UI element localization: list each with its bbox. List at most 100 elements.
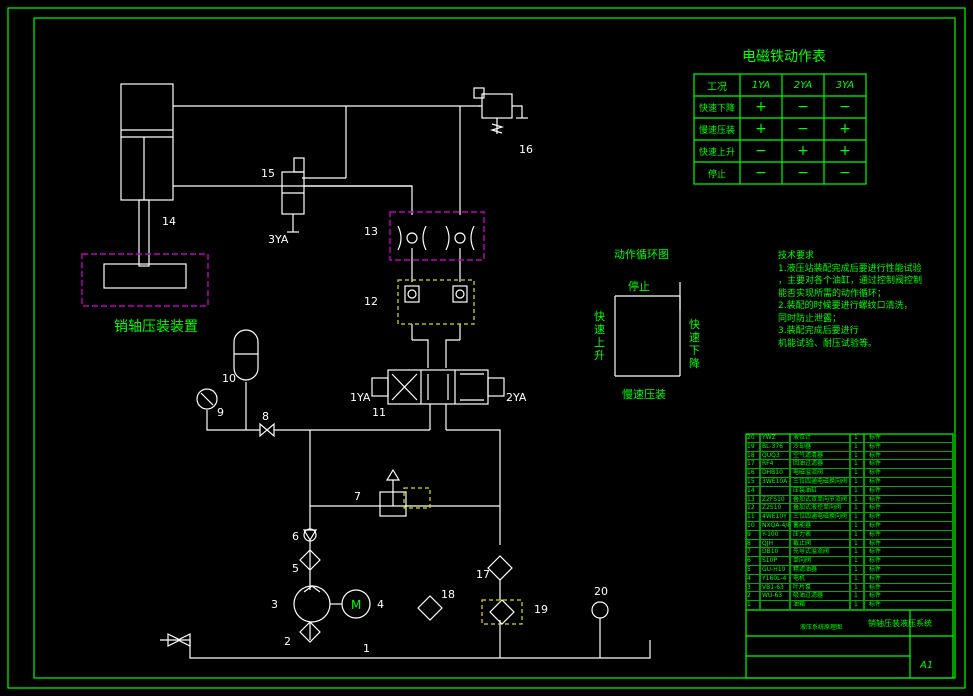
bom-cell-name: 叶片泵 [793,583,812,591]
row-value: + [755,121,767,137]
pump-group [167,528,371,647]
solenoid-2ya: 2YA [506,391,527,404]
bom-cell-name: 吸油过滤器 [793,592,824,600]
bom-cell-code: Z2S10 [762,504,782,512]
row-value: − [797,165,809,181]
bom-cell-qty: 1 [854,434,858,441]
row-value: − [797,99,809,115]
callout-9: 9 [217,406,224,419]
callout-3: 3 [271,598,278,611]
callout-4: 4 [377,598,384,611]
bom-cell-code: WU-63 [762,592,783,600]
callout-19: 19 [534,603,548,616]
cycle-stop: 停止 [628,280,650,293]
callout-5: 5 [292,562,299,575]
table-row: 快速上升 − + + [694,140,866,162]
callout-2: 2 [284,635,291,648]
bom-cell-code: NXQA-4/8 [762,521,792,529]
table-header: 工况 [707,81,727,93]
callout-13: 13 [364,225,378,238]
callout-15: 15 [261,167,275,180]
bom-cell-name: 压装油缸 [793,486,818,494]
bom-cell-mat: 标件 [869,539,882,547]
svg-text:M: M [351,598,361,612]
cycle-fast-down: 快速下降 [689,318,700,370]
pressure-gauge-9 [196,388,218,410]
row-value: − [797,121,809,137]
cycle-fast-up: 快速上升 [594,310,605,362]
title-block-name: 销轴压装液压系统 [868,619,932,628]
bom-cell-code: DB10 [762,548,779,556]
bom-cell-qty: 1 [854,477,858,485]
tech-line: 同时防止泄露； [778,313,842,324]
bom-cell-mat: 标件 [869,486,882,494]
callout-17: 17 [476,568,490,581]
bom-cell-mat: 标件 [869,442,882,450]
level-gauge-20 [591,601,609,619]
bom-cell-no: 8 [747,539,751,547]
table-row: 快速下降 + − − [694,96,866,118]
bom-cell-qty: 1 [854,460,858,468]
bom-cell-name: 冷却器 [793,442,812,450]
row-value: + [839,121,851,137]
directional-valve-11 [371,369,505,430]
bom-cell-qty: 1 [854,530,858,538]
bom-cell-mat: 标件 [869,460,882,468]
bom-cell-no: 13 [747,495,755,503]
bom-cell-qty: 1 [854,451,858,459]
accumulator-10 [233,329,259,381]
bom-cell-code: QJH [762,539,774,547]
bom-cell-no: 9 [747,530,751,538]
bom-cell-mat: 标件 [869,451,882,459]
bom-cell-mat: 标件 [869,557,882,565]
bom-cell-code: QUQ3 [762,451,780,459]
bom-cell-no: 10 [747,521,755,529]
air-filter-18 [417,595,443,621]
callout-14: 14 [162,215,176,228]
bom-cell-qty: 1 [854,486,858,494]
tech-heading: 技术要求 [778,251,815,261]
bom-cell-no: 2 [747,592,751,600]
bom-cell-name: 叠加式双单向节流阀 [793,495,848,503]
stop-valve-8 [259,422,275,438]
bom-cell-mat: 标件 [869,513,882,521]
inner-frame [33,17,956,679]
bom-cell-name: 液位计 [793,434,812,441]
cooler-19 [481,599,523,625]
bom-cell-name: 叠加式液控单向阀 [793,504,842,512]
bom-cell-name: 先导式溢流阀 [793,548,830,556]
bom-cell-code: DHB10 [762,469,783,477]
table-header: 1YA [751,79,771,91]
row-value: + [839,143,851,159]
pipes-upper [173,105,480,368]
row-label: 慢速压装 [698,125,735,136]
valve-15 [281,157,412,233]
throttle-valve-13-box [389,211,485,261]
callout-8: 8 [262,410,269,423]
bom-cell-no: 3 [747,583,751,591]
row-label: 停止 [707,169,726,180]
bom-cell-mat: 标件 [869,521,882,529]
bom-cell-qty: 1 [854,521,858,529]
row-value: − [755,165,767,181]
bom-cell-name: 截止阀 [793,539,812,547]
bom-cell-code: BL-376 [762,442,783,450]
bom-cell-name: 蓄能器 [793,521,812,529]
bom-cell-mat: 标件 [869,565,882,573]
solenoid-1ya: 1YA [350,391,371,404]
bom-cell-no: 5 [747,565,751,573]
cycle-slow-press: 慢速压装 [622,388,666,401]
bom-cell-code: Y-100 [762,530,779,538]
row-value: + [755,99,767,115]
